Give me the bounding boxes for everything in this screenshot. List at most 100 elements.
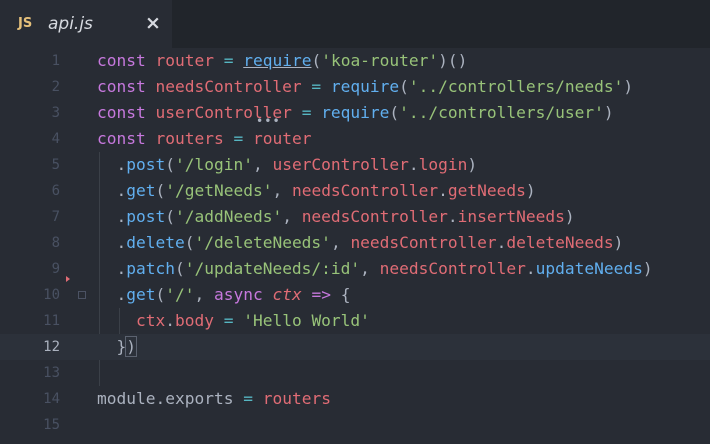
line-number: 9: [51, 261, 60, 277]
token-operator: =: [223, 51, 234, 70]
line-number: 8: [51, 235, 60, 251]
line-number: 15: [43, 417, 60, 433]
line-number: 7: [51, 209, 60, 225]
close-icon[interactable]: ×: [145, 12, 161, 34]
code-line-9[interactable]: 9 .patch('/updateNeeds/:id', needsContro…: [0, 256, 710, 282]
token-parameter: ctx: [272, 285, 302, 304]
code-line-2[interactable]: 2 const needsController = require('../co…: [0, 74, 710, 100]
line-number: 4: [51, 131, 60, 147]
code-line-15[interactable]: 15: [0, 412, 710, 438]
token-punct: .: [116, 207, 127, 226]
token-operator: =: [311, 77, 322, 96]
line-number: 13: [43, 365, 60, 381]
code-line-5[interactable]: 5 .post('/login', userController.login): [0, 152, 710, 178]
token-string: '/': [165, 285, 195, 304]
token-punct: (: [174, 259, 185, 278]
token-punct: .: [496, 233, 507, 252]
token-punct: (: [311, 51, 322, 70]
token-string: 'koa-router': [321, 51, 439, 70]
tab-bar: JS api.js ×: [0, 0, 710, 48]
token-function: get: [126, 285, 156, 304]
token-punct: ): [467, 155, 478, 174]
code-line-8[interactable]: 8 .delete('/deleteNeeds', needsControlle…: [0, 230, 710, 256]
line-number: 14: [43, 391, 60, 407]
code-line-10[interactable]: 10 .get('/', async ctx => {: [0, 276, 710, 308]
token-punct: )(): [438, 51, 468, 70]
line-number: 11: [43, 313, 60, 329]
token-function: require: [321, 103, 390, 122]
token-variable: needsController: [291, 181, 439, 200]
token-operator: =: [301, 103, 312, 122]
token-function: get: [126, 181, 156, 200]
token-function: require: [330, 77, 400, 96]
code-line-14[interactable]: 14 module.exports = routers: [0, 386, 710, 412]
code-line-6[interactable]: 6 .get('/getNeeds', needsController.getN…: [0, 178, 710, 204]
token-property: getNeeds: [447, 181, 526, 200]
token-keyword: async: [214, 285, 263, 304]
token-punct: .: [116, 155, 127, 174]
tab-api-js[interactable]: JS api.js ×: [0, 0, 172, 48]
token-punct: ): [564, 207, 575, 226]
code-line-3[interactable]: 3 const userController = require('../con…: [0, 100, 710, 126]
token-punct: .: [116, 285, 127, 304]
token-string: '../controllers/user': [399, 103, 604, 122]
token-string: 'Hello World': [243, 311, 370, 330]
token-variable: ctx: [135, 311, 166, 330]
token-function: delete: [126, 233, 185, 252]
line-number: 1: [51, 53, 60, 69]
token-punct: (: [389, 103, 400, 122]
token-punct: (: [155, 285, 166, 304]
code-line-7[interactable]: 7 .post('/addNeeds', needsController.ins…: [0, 204, 710, 230]
token-variable: userController: [155, 103, 292, 122]
token-module: module: [97, 389, 156, 408]
line-number: 5: [51, 157, 60, 173]
javascript-file-icon: JS: [18, 16, 33, 31]
token-string: '/getNeeds': [165, 181, 273, 200]
token-variable: needsController: [350, 233, 497, 252]
code-area[interactable]: 1 const router = require('koa-router')()…: [0, 48, 710, 444]
token-property: body: [174, 311, 214, 330]
token-punct: .: [155, 389, 166, 408]
token-punct: .: [116, 181, 127, 200]
token-punct: ): [613, 233, 624, 252]
token-operator: =>: [311, 285, 331, 304]
token-operator: =: [243, 389, 253, 408]
token-keyword: const: [97, 129, 146, 148]
token-punct: ,: [282, 207, 302, 226]
token-punct: }: [116, 337, 127, 356]
token-punct: ): [603, 103, 614, 122]
token-variable: needsController: [379, 259, 526, 278]
token-keyword: const: [97, 51, 146, 70]
token-punct: ): [642, 259, 653, 278]
fold-toggle-icon[interactable]: [78, 291, 86, 299]
token-punct: (: [184, 233, 195, 252]
lint-hint-dots: •••: [256, 114, 281, 128]
code-line-1[interactable]: 1 const router = require('koa-router')(): [0, 48, 710, 74]
token-punct: .: [447, 207, 458, 226]
token-property: insertNeeds: [457, 207, 565, 226]
code-line-4[interactable]: 4 const routers = router: [0, 126, 710, 152]
token-function: post: [126, 207, 166, 226]
token-punct: .: [525, 259, 536, 278]
token-keyword: const: [97, 103, 146, 122]
token-property: updateNeeds: [535, 259, 643, 278]
token-function: require: [243, 51, 312, 70]
token-variable: userController: [272, 155, 409, 174]
breakpoint-marker-icon[interactable]: [66, 276, 70, 282]
token-variable: needsController: [301, 207, 448, 226]
code-line-11[interactable]: 11 ctx.body = 'Hello World': [0, 308, 710, 334]
token-punct: ,: [252, 155, 273, 174]
line-number: 10: [43, 287, 60, 303]
token-keyword: const: [97, 77, 146, 96]
indent-guide: [119, 308, 120, 334]
code-line-12-active[interactable]: 12 }): [0, 334, 710, 360]
code-line-13[interactable]: 13: [0, 360, 710, 386]
line-number: 6: [51, 183, 60, 199]
line-number: 12: [43, 339, 60, 355]
token-punct: (: [155, 181, 166, 200]
token-punct: ,: [194, 285, 214, 304]
token-string: '/login': [174, 155, 253, 174]
token-variable: routers: [155, 129, 224, 148]
token-punct: (: [399, 77, 409, 96]
line-number: 3: [51, 105, 60, 121]
